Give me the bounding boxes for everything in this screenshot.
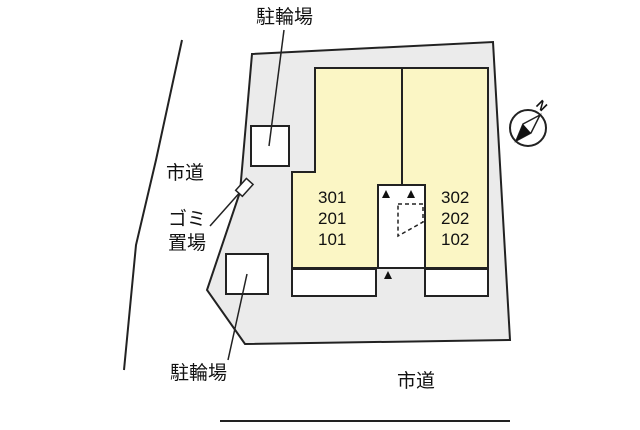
leader-bicycle-top xyxy=(268,29,285,147)
left-road-edge-line xyxy=(123,39,183,371)
entrance-arrow-3 xyxy=(384,271,392,279)
unit-number-301: 301 xyxy=(318,188,347,207)
stair-area-dashed xyxy=(397,203,424,238)
garbage-box xyxy=(234,177,255,198)
corridor xyxy=(377,184,426,269)
unit-number-101: 101 xyxy=(318,230,347,249)
entrance-arrow-1 xyxy=(382,190,390,198)
entrance-arrow-2 xyxy=(407,190,415,198)
bicycle-parking-top-label: 駐輪場 xyxy=(256,6,314,28)
leader-bicycle-bottom xyxy=(227,273,248,361)
unit-number-302: 302 xyxy=(441,188,470,207)
leader-garbage xyxy=(209,189,243,227)
city-road-left-label: 市道 xyxy=(166,162,205,184)
balcony-strip-left xyxy=(291,268,377,297)
compass-icon xyxy=(509,109,547,147)
unit-number-102: 102 xyxy=(441,230,470,249)
balcony-strip-right xyxy=(424,268,489,297)
unit-number-202: 202 xyxy=(441,209,470,228)
bicycle-parking-bottom-label: 駐輪場 xyxy=(170,362,228,384)
garbage-label-line1: ゴミ xyxy=(168,208,207,230)
bicycle-parking-top-box xyxy=(250,125,290,167)
city-road-bottom-label: 市道 xyxy=(397,370,436,392)
unit-number-201: 201 xyxy=(318,209,347,228)
garbage-label-line2: 置場 xyxy=(168,232,207,254)
